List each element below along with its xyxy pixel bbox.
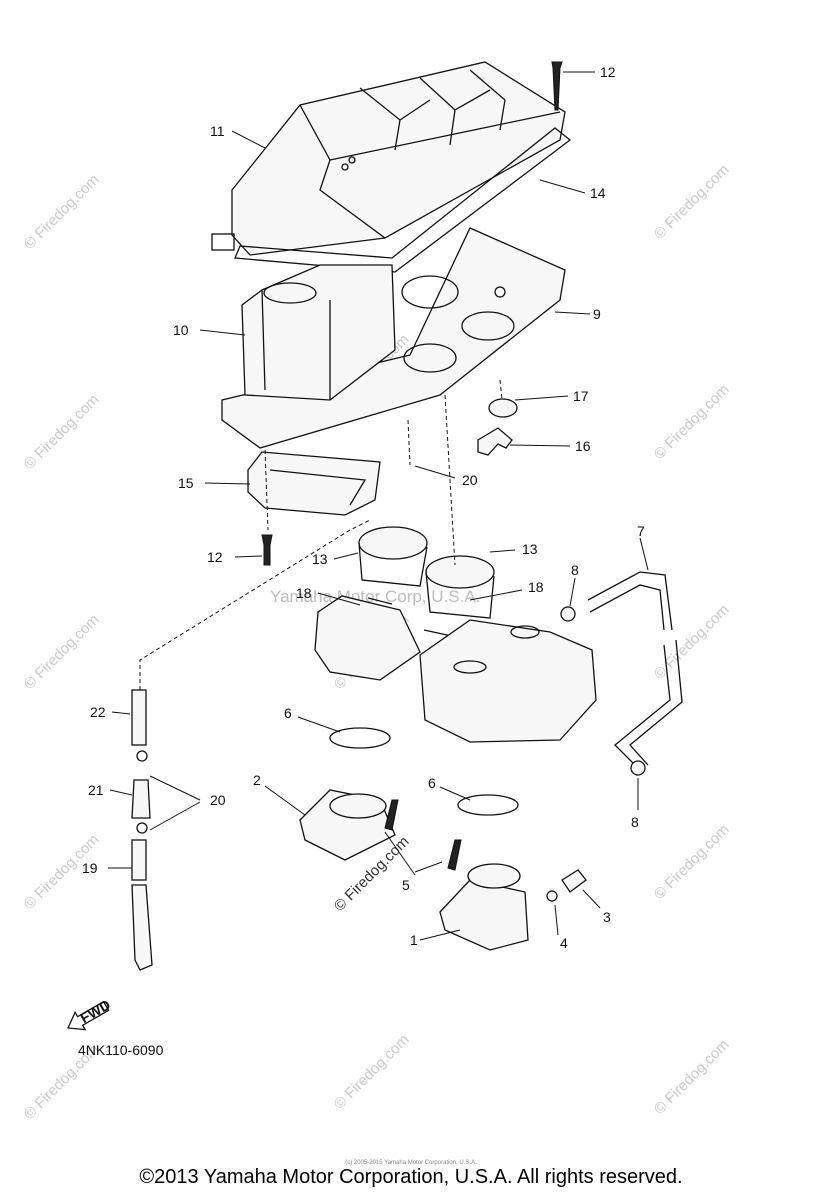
watermark-firedog: © Firedog.com: [21, 611, 103, 693]
callout-20: 20: [210, 792, 226, 808]
watermark-firedog: © Firedog.com: [331, 1031, 413, 1113]
small-copyright: (c) 2005-2015 Yamaha Motor Corporation, …: [345, 1160, 477, 1166]
assembly-line: [499, 379, 503, 401]
watermark-firedog: © Firedog.com: [651, 1036, 733, 1118]
screws: [261, 61, 563, 566]
callout-3: 3: [603, 909, 611, 925]
callout-16: 16: [575, 438, 591, 454]
hose-clip: [136, 750, 148, 762]
intake-joint-2: [299, 789, 396, 861]
fuel-filter: [131, 779, 151, 819]
watermark-firedog: © Firedog.com: [651, 161, 733, 243]
callout-22: 22: [90, 704, 106, 720]
watermark-firedog: © Firedog.com: [21, 391, 103, 473]
callout-12: 12: [600, 64, 616, 80]
watermark-firedog: © Firedog.com: [651, 601, 733, 683]
callout-18: 18: [296, 585, 312, 601]
callout-6: 6: [428, 775, 436, 791]
callout-14: 14: [590, 185, 606, 201]
band-clamp: [329, 727, 391, 749]
callout-13: 13: [522, 541, 538, 557]
leader-lines: [108, 71, 649, 941]
callout-5: 5: [402, 877, 410, 893]
callout-8: 8: [631, 814, 639, 830]
callout-20: 20: [462, 472, 478, 488]
watermark-firedog: © Firedog.com: [651, 381, 733, 463]
copyright-footer: ©2013 Yamaha Motor Corporation, U.S.A. A…: [139, 1166, 683, 1188]
callout-12: 12: [207, 549, 223, 565]
gasket: [234, 127, 572, 273]
watermark-firedog: © Firedog.com: [651, 821, 733, 903]
grommet: [488, 398, 518, 418]
fuel-hose-upper: [131, 689, 147, 746]
fuel-hose-lower: [131, 884, 153, 971]
callout-15: 15: [178, 475, 194, 491]
assembly-line: [264, 449, 269, 531]
part-code: 4NK110-6090: [78, 1042, 164, 1058]
breather-hose: [587, 571, 683, 771]
assembly-line: [444, 394, 456, 566]
cap: [561, 869, 587, 893]
air-filter-element: [241, 264, 396, 401]
air-box-cover: [211, 61, 566, 256]
fwd-arrow: FWD: [67, 996, 113, 1031]
watermark-firedog: © Firedog.com: [21, 171, 103, 253]
band-clamp: [457, 794, 519, 816]
callout-17: 17: [573, 388, 589, 404]
assembly-line: [407, 419, 411, 466]
callout-8: 8: [571, 562, 579, 578]
drain-hose: [477, 427, 513, 456]
screw: [384, 799, 399, 831]
callout-21: 21: [88, 782, 104, 798]
callout-10: 10: [173, 322, 189, 338]
callout-19: 19: [82, 860, 98, 876]
carburetor-joints: [358, 526, 495, 619]
hose-clip: [560, 606, 576, 622]
callout-2: 2: [253, 772, 261, 788]
callout-labels: 12 11 14 9 10 17 16 15 20 12 13 13 18 18…: [82, 64, 645, 951]
intake-joint-1: [439, 863, 529, 951]
callout-6: 6: [284, 705, 292, 721]
callout-9: 9: [593, 306, 601, 322]
fuel-hose: [131, 839, 147, 881]
callout-7: 7: [637, 523, 645, 539]
assembly-line: [139, 519, 371, 690]
callout-1: 1: [410, 932, 418, 948]
callout-11: 11: [210, 123, 225, 139]
clip: [546, 890, 558, 902]
hose-clip: [630, 760, 646, 776]
callout-4: 4: [560, 935, 568, 951]
screw: [447, 839, 462, 871]
carburetor-assembly: [314, 595, 597, 743]
callout-18: 18: [528, 579, 544, 595]
hose-clip: [136, 822, 148, 834]
fwd-label: FWD: [77, 996, 113, 1026]
bracket: [247, 451, 381, 516]
callout-13: 13: [312, 551, 328, 567]
